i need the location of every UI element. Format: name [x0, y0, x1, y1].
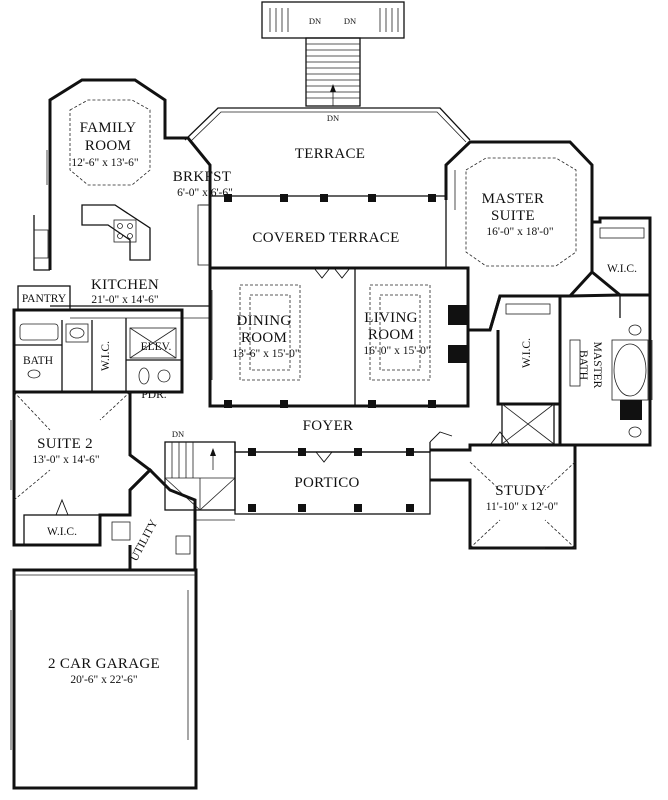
bath-label: BATH	[23, 355, 53, 367]
foyer: FOYER	[234, 418, 453, 453]
breakfast: BRKFST 6'-0" x 6'-6"	[173, 169, 233, 266]
garage-label: 2 CAR GARAGE	[48, 656, 160, 672]
powder-room-label: PDR.	[141, 389, 166, 401]
interior-stair-dn-label: DN	[172, 429, 184, 439]
garage: 2 CAR GARAGE 20'-6" x 22'-6"	[12, 568, 198, 790]
family-room: FAMILY ROOM 12'-6" x 13'-6"	[48, 78, 212, 270]
portico-label: PORTICO	[294, 475, 359, 491]
utility-label: UTILITY	[128, 517, 160, 563]
utility: UTILITY	[98, 467, 197, 572]
master-bath-label-2: BATH	[577, 350, 589, 380]
stair-dn-label-right: DN	[344, 16, 356, 26]
breakfast-label: BRKFST	[173, 169, 232, 185]
living-room-label-1: LIVING	[364, 310, 417, 326]
kitchen-dims: 21'-0" x 14'-6"	[91, 294, 158, 306]
stair-dn-label-left: DN	[309, 16, 321, 26]
study-dims: 11'-10" x 12'-0"	[486, 501, 559, 513]
suite-2-label: SUITE 2	[37, 436, 93, 452]
kitchen-label: KITCHEN	[91, 277, 159, 293]
covered-terrace-label: COVERED TERRACE	[252, 230, 399, 246]
terrace-label: TERRACE	[295, 146, 365, 162]
dining-living: DINING ROOM 13'-6" x 15'-0" LIVING ROOM …	[208, 266, 470, 408]
elevator-label: ELEV.	[141, 341, 172, 353]
family-room-dims: 12'-6" x 13'-6"	[71, 157, 138, 169]
master-suite-dims: 16'-0" x 18'-0"	[486, 226, 553, 238]
living-room-label-2: ROOM	[368, 327, 414, 343]
dining-room-label-1: DINING	[236, 313, 291, 329]
terrace-stairs: DN DN DN	[261, 1, 405, 123]
portico: PORTICO	[195, 448, 431, 521]
living-room-dims: 16'-0" x 15'-0"	[363, 345, 430, 357]
interior-stair: DN	[164, 429, 236, 511]
master-wic-label-left: W.I.C.	[521, 338, 533, 368]
stair-dn-label-terrace: DN	[327, 113, 339, 123]
covered-terrace: COVERED TERRACE	[209, 194, 447, 269]
master-wic-label-top: W.I.C.	[607, 263, 637, 275]
master-suite-label-2: SUITE	[491, 208, 535, 224]
pantry-label: PANTRY	[22, 293, 67, 305]
master-bath-label-1: MASTER	[591, 342, 603, 389]
master-suite-label-1: MASTER	[482, 191, 545, 207]
dining-room-dims: 13'-6" x 15'-0"	[232, 348, 299, 360]
kitchen: KITCHEN 21'-0" x 14'-6"	[33, 204, 210, 319]
garage-dims: 20'-6" x 22'-6"	[70, 674, 137, 686]
terrace: TERRACE	[184, 107, 471, 162]
suite-2-dims: 13'-0" x 14'-6"	[32, 454, 99, 466]
wic-left-label: W.I.C.	[100, 341, 112, 371]
bath-wic-block: BATH W.I.C. ELEV. PDR.	[12, 308, 184, 401]
window-marks	[10, 150, 653, 750]
family-room-label-2: ROOM	[85, 138, 131, 154]
foyer-label: FOYER	[303, 418, 354, 434]
dining-room-label-2: ROOM	[241, 330, 287, 346]
family-room-label-1: FAMILY	[80, 120, 137, 136]
study-label: STUDY	[495, 483, 547, 499]
wic-suite-2-label: W.I.C.	[47, 526, 77, 538]
master-bath-block: W.I.C. MASTER BATH	[488, 293, 652, 447]
master-wic-top: W.I.C.	[591, 216, 652, 297]
study: STUDY 11'-10" x 12'-0"	[430, 431, 577, 550]
